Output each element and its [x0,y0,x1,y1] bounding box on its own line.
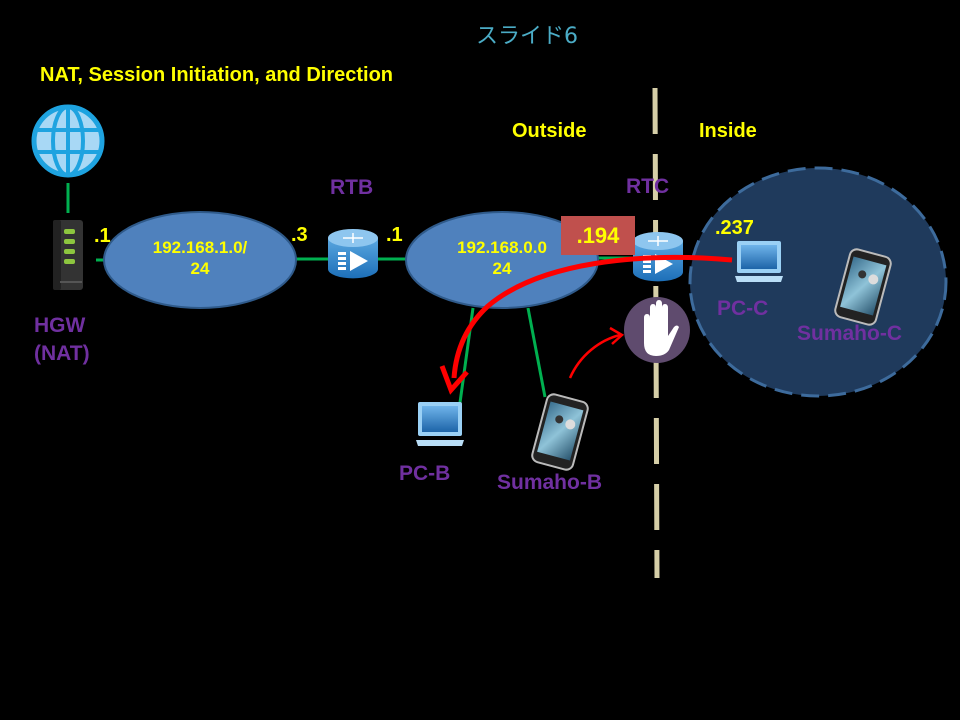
smartphone-icon-sumaho-c [834,248,892,326]
addr-rtb-net1: .3 [291,224,308,246]
blocked-arrow-sumahob-to-rtc [568,326,625,379]
stop-hand-icon [624,297,690,363]
rtb-label: RTB [330,176,374,199]
session-arrow-pcc-to-pcb [439,255,733,395]
network-label-net0: 192.168.0.0 24 [422,237,582,279]
addr-pc-c: .237 [715,217,754,239]
inside-zone [688,166,948,398]
inside-outside-divider [652,87,660,579]
hgw-label-line1: HGW [34,314,86,337]
slide-title: NAT, Session Initiation, and Direction [40,64,393,86]
network-address: 192.168.0.0 [457,238,547,257]
sumaho-c-label: Sumaho-C [797,322,902,345]
network-prefix: 24 [190,259,210,278]
router-icon-rtc [633,232,683,282]
sumaho-b-label: Sumaho-B [497,471,602,494]
addr-hgw-net1: .1 [94,225,111,247]
rtc-label: RTC [626,175,670,198]
globe-icon [31,104,105,178]
inside-zone-label: Inside [699,120,757,142]
outside-zone-label: Outside [512,120,587,142]
smartphone-icon-sumaho-b [531,393,589,471]
laptop-icon-pc-c [735,241,783,282]
home-gateway-icon [53,220,83,290]
router-icon-rtb [328,229,378,279]
network-label-net1: 192.168.1.0/ 24 [120,237,280,279]
addr-rtc-net0-badge: .194 [561,216,635,255]
network-192-168-1-0 [103,211,297,309]
slide-label: スライド6 [476,24,578,49]
pc-c-label: PC-C [717,297,769,320]
pc-b-label: PC-B [399,462,451,485]
network-192-168-0-0 [405,211,599,309]
hgw-label-line2: (NAT) [34,342,90,365]
network-prefix: 24 [492,259,512,278]
hgw-label: HGW (NAT) [34,312,90,368]
laptop-icon-pc-b [416,402,464,446]
network-address: 192.168.1.0/ [152,238,248,257]
addr-rtb-net0: .1 [386,224,403,246]
link-net0-sumahob [526,307,547,398]
